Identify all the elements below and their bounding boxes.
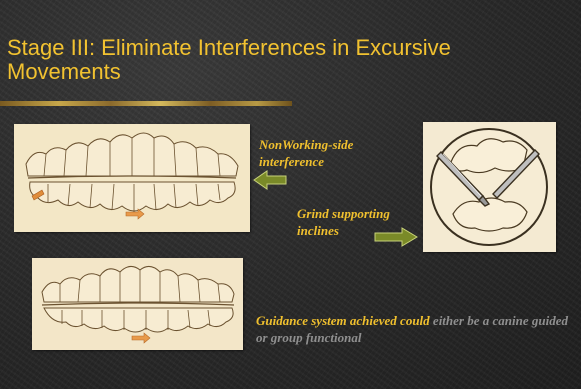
dental-arch-bottom-image — [32, 258, 243, 350]
dental-arch-top-drawing — [14, 124, 250, 232]
dental-arch-bottom-drawing — [32, 258, 243, 350]
dental-arch-top-image — [14, 124, 250, 232]
arrow-left-icon — [253, 170, 287, 190]
nonworking-interference-label: NonWorking-side interference — [259, 136, 419, 170]
guidance-text: Guidance system achieved could either be… — [256, 312, 576, 346]
grinding-closeup-drawing — [423, 122, 556, 252]
grinding-closeup-image — [423, 122, 556, 252]
slide-title: Stage III: Eliminate Interferences in Ex… — [7, 36, 567, 84]
guidance-text-primary: Guidance system achieved could — [256, 313, 433, 328]
arrow-right-icon — [374, 227, 418, 247]
title-underline — [0, 101, 292, 106]
